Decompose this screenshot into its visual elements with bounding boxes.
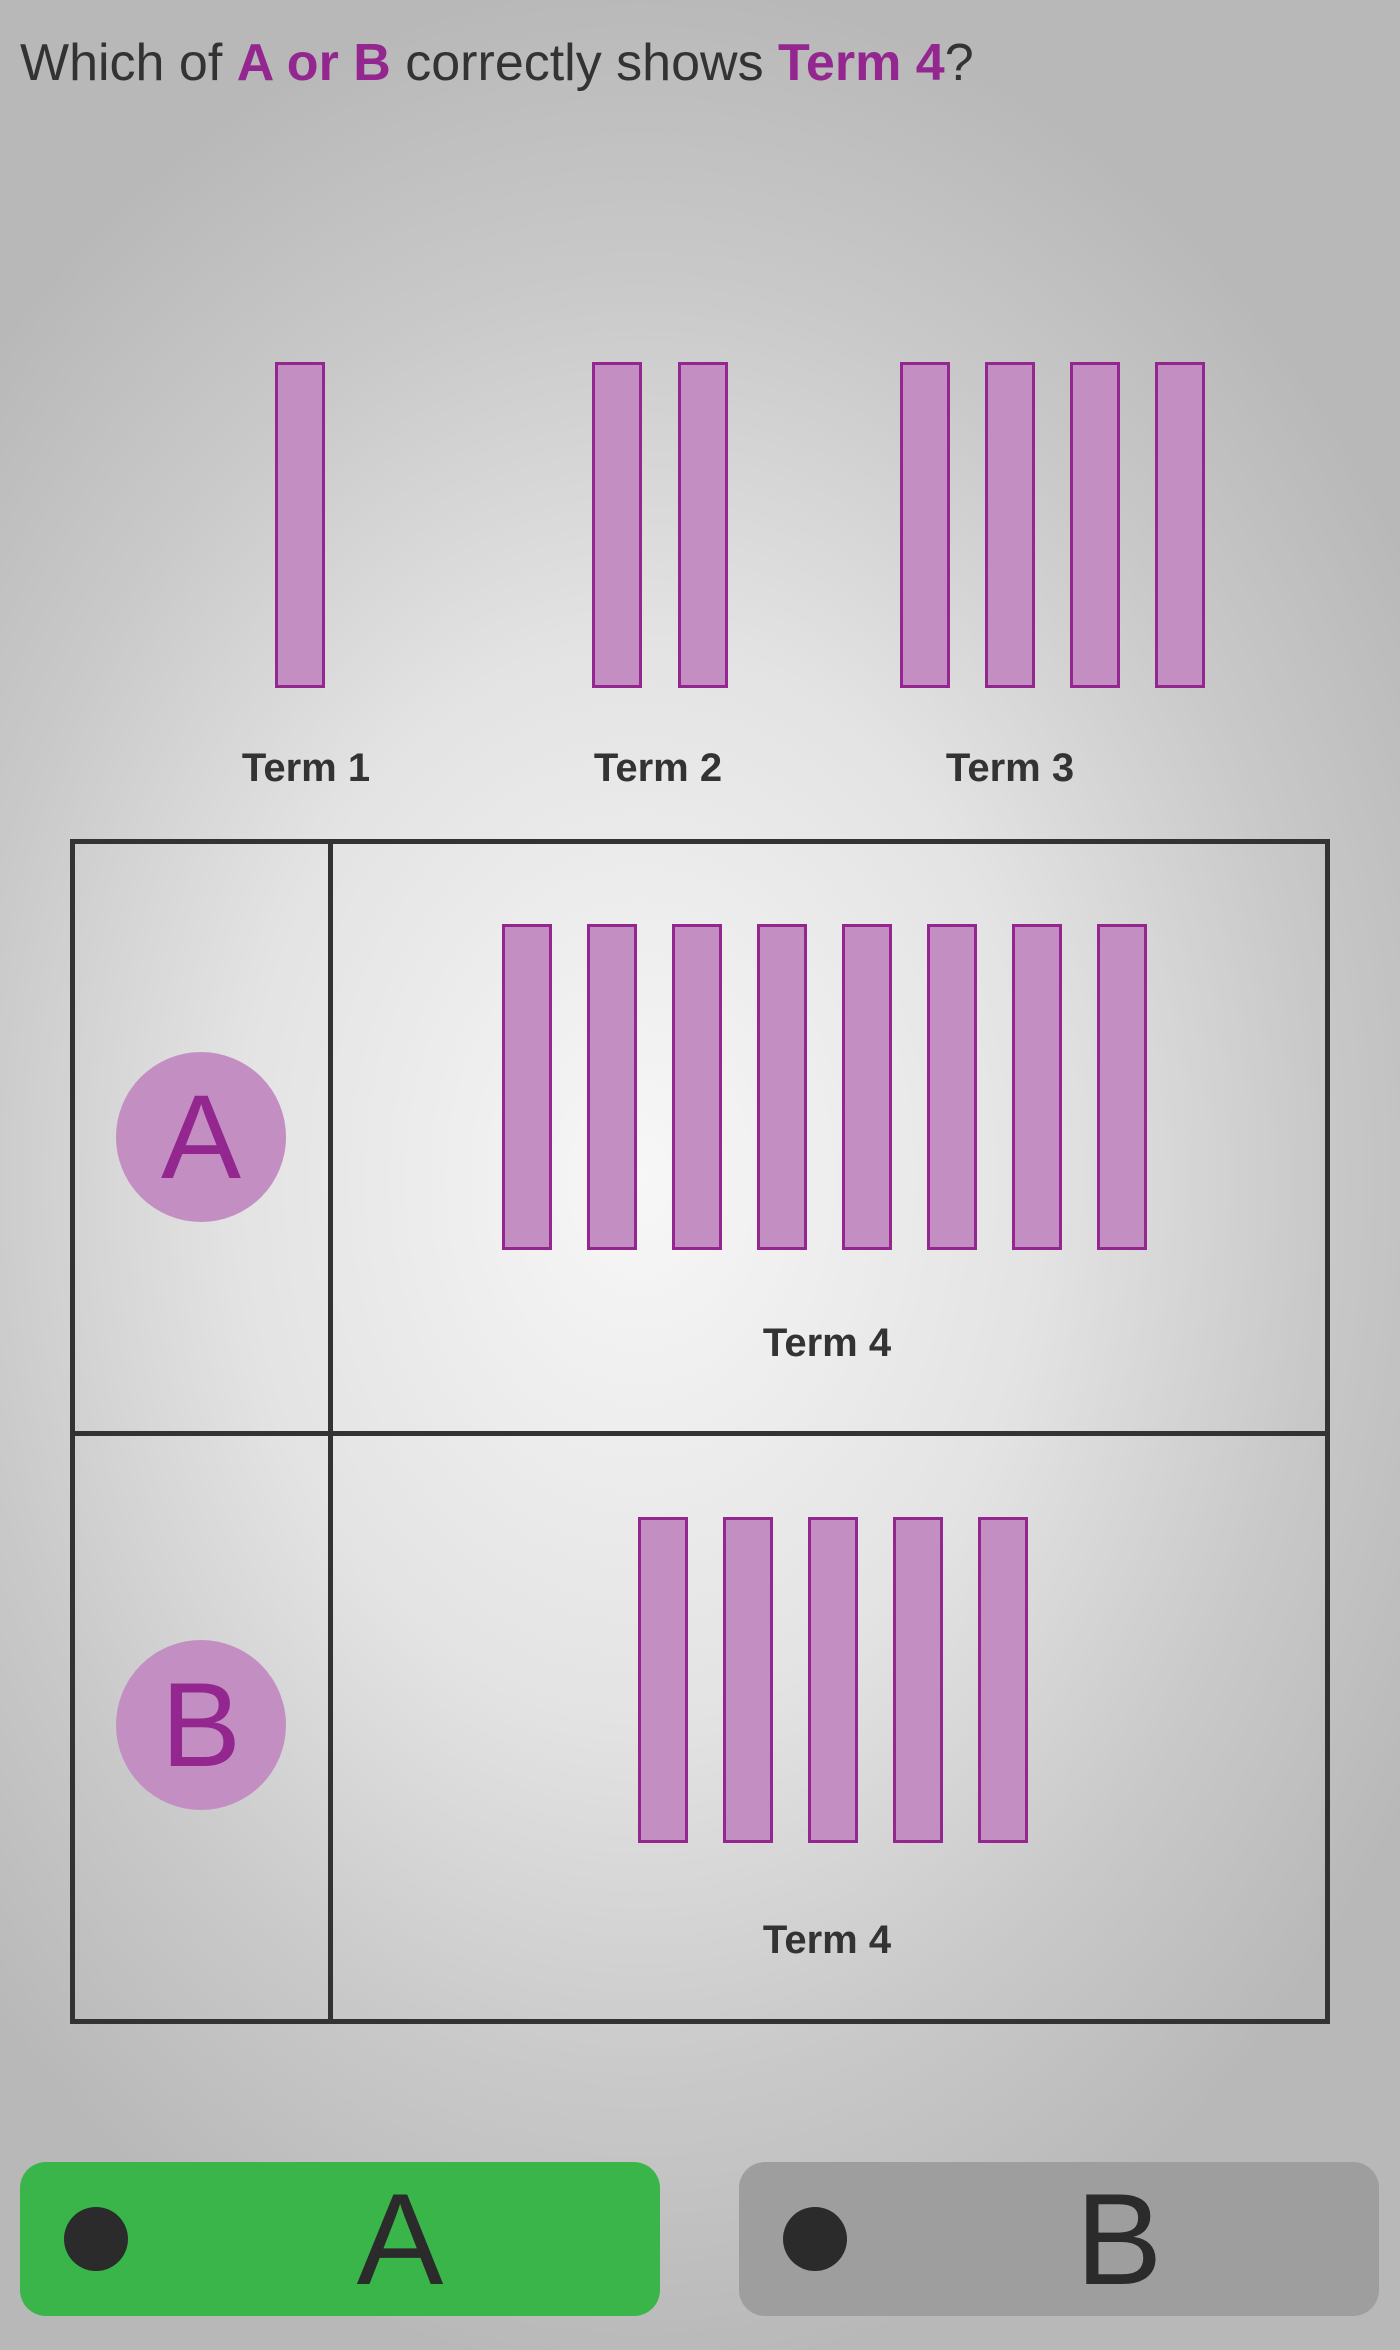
stick <box>638 1517 688 1843</box>
radio-dot-icon <box>783 2207 847 2271</box>
question-suffix: ? <box>944 34 974 92</box>
option-a-term-label: Term 4 <box>762 1321 892 1365</box>
radio-dot-icon <box>64 2207 128 2271</box>
stick <box>1070 362 1120 688</box>
stick <box>672 924 722 1250</box>
stick <box>893 1517 943 1843</box>
stick <box>978 1517 1028 1843</box>
stick <box>757 924 807 1250</box>
stick <box>808 1517 858 1843</box>
stick <box>678 362 728 688</box>
term-3-sticks <box>900 362 1205 688</box>
question-highlight-term: Term 4 <box>778 34 945 92</box>
term-2-sticks <box>592 362 728 688</box>
question-middle: correctly shows <box>390 34 779 92</box>
term-1-sticks <box>275 362 325 688</box>
stick <box>1097 924 1147 1250</box>
answer-b-button[interactable]: B <box>739 2162 1379 2316</box>
option-b-badge: B <box>116 1640 286 1810</box>
answer-a-label: A <box>356 2166 444 2312</box>
stick <box>1155 362 1205 688</box>
term-2-label: Term 2 <box>593 746 723 790</box>
stick <box>985 362 1035 688</box>
option-a-badge: A <box>116 1052 286 1222</box>
stick <box>587 924 637 1250</box>
stick <box>275 362 325 688</box>
stick <box>927 924 977 1250</box>
stick <box>1012 924 1062 1250</box>
question-text: Which of A or B correctly shows Term 4? <box>20 28 974 98</box>
option-b-term-label: Term 4 <box>762 1918 892 1962</box>
question-prefix: Which of <box>20 34 237 92</box>
option-a-sticks <box>502 924 1147 1250</box>
table-divider-horizontal <box>75 1431 1325 1436</box>
stick <box>900 362 950 688</box>
term-3-label: Term 3 <box>945 746 1075 790</box>
answer-b-label: B <box>1075 2166 1163 2312</box>
term-1-label: Term 1 <box>241 746 371 790</box>
stick <box>592 362 642 688</box>
stick <box>723 1517 773 1843</box>
stick <box>502 924 552 1250</box>
options-table <box>70 839 1330 2024</box>
question-highlight-options: A or B <box>236 34 391 92</box>
answer-a-button[interactable]: A <box>20 2162 660 2316</box>
option-b-sticks <box>638 1517 1028 1843</box>
stick <box>842 924 892 1250</box>
